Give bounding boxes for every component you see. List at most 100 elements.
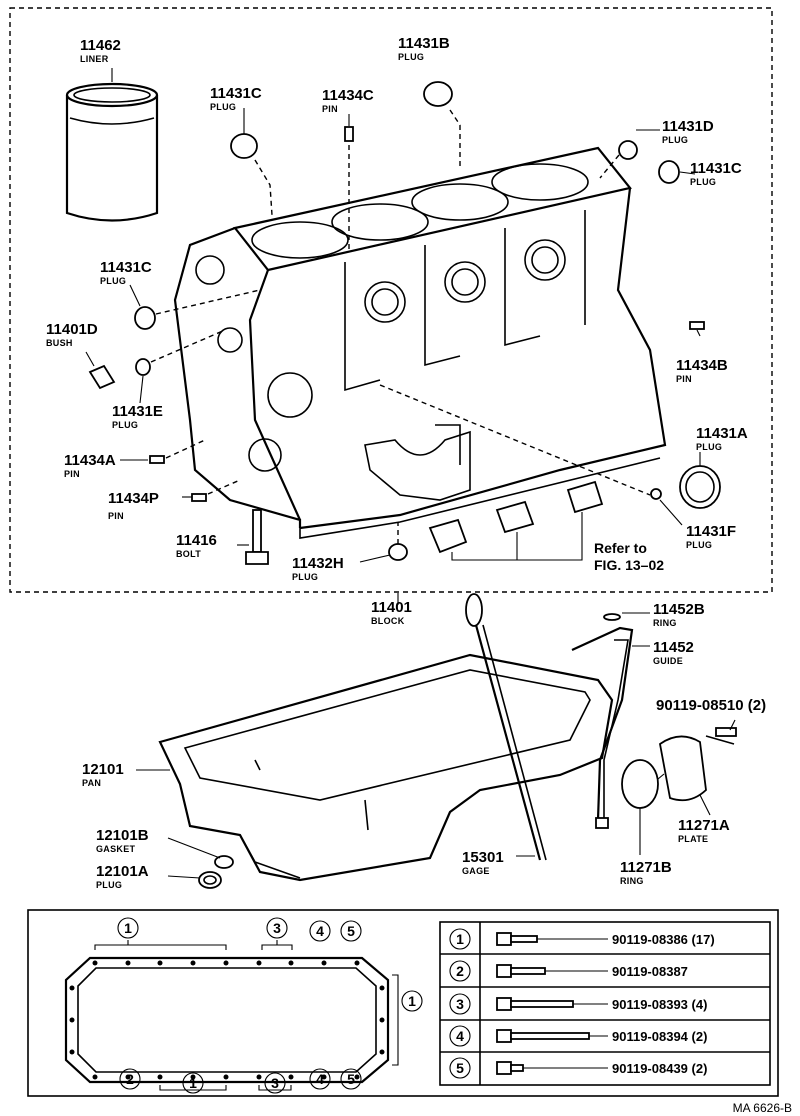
bolt-row-2-key: 2 [456, 963, 464, 979]
label-11452-num: 11452 [653, 639, 694, 656]
leader-lines [85, 68, 736, 879]
ring-11452B-drawing [603, 613, 621, 621]
label-11431C-left-num: 11431C [100, 259, 152, 276]
bolt-row-2-part: 90119-08387 [612, 964, 688, 979]
label-11434C-name: PIN [322, 104, 338, 114]
label-11431A-num: 11431A [696, 425, 748, 442]
gage-guide-drawing [571, 626, 634, 829]
plug-11431B-drawing [423, 81, 461, 170]
label-11432H-name: PLUG [292, 572, 318, 582]
pin-11434P-drawing [191, 479, 241, 502]
label-11271A-num: 11271A [678, 817, 730, 834]
label-11416-num: 11416 [176, 532, 217, 549]
label-11462-num: 11462 [80, 37, 121, 54]
label-11271B-name: RING [620, 876, 644, 886]
label-11401D-num: 11401D [46, 321, 98, 338]
label-11431C-left-name: PLUG [100, 276, 126, 286]
label-11462-name: LINER [80, 54, 109, 64]
label-11434A-num: 11434A [64, 452, 116, 469]
pan-callout-numbers: 1 3 4 5 1 2 1 3 4 5 [124, 920, 416, 1091]
label-12101B-num: 12101B [96, 827, 149, 844]
plug-11431C-top-drawing [230, 133, 273, 216]
oil-gage-drawing [465, 593, 547, 861]
callout-top-3: 3 [273, 920, 281, 936]
label-11271B-num: 11271B [620, 859, 672, 876]
label-11434P-name: PIN [108, 511, 124, 521]
bolt-row-5-part: 90119-08439 (2) [612, 1061, 707, 1076]
label-11434B-name: PIN [676, 374, 692, 384]
pan-gasket-outline [64, 956, 390, 1084]
bolt-row-4-key: 4 [456, 1028, 464, 1044]
bolt-table-grid [439, 921, 771, 1086]
label-12101A-num: 12101A [96, 863, 149, 880]
label-11431C-top-name: PLUG [210, 102, 236, 112]
label-11434P-num: 11434P [108, 490, 159, 507]
circle-markers [117, 917, 471, 1094]
bolt-table: 1 90119-08386 (17) 2 90119-08387 3 90119… [456, 931, 715, 1076]
gasket-brackets [94, 940, 399, 1091]
bolt-90119-08510-drawing [705, 727, 737, 745]
pin-11434A-drawing [149, 439, 206, 464]
label-11431E-name: PLUG [112, 420, 138, 430]
label-11431C-right-num: 11431C [690, 160, 742, 177]
part-labels: 11462 LINER 11431B PLUG 11431C PLUG 1143… [46, 35, 766, 890]
label-11431B-name: PLUG [398, 52, 424, 62]
pin-11434C-drawing [344, 126, 354, 250]
label-11431C-top-num: 11431C [210, 85, 262, 102]
plug-11431C-left-drawing [134, 289, 261, 330]
callout-bot-1: 1 [189, 1075, 197, 1091]
callout-bot-2: 2 [126, 1071, 134, 1087]
ring-11271B-drawing [621, 759, 659, 809]
label-11431E-num: 11431E [112, 403, 163, 420]
plug-11431D-drawing [599, 140, 638, 179]
callout-top-5: 5 [347, 923, 355, 939]
callout-right-1: 1 [408, 993, 416, 1009]
bolt-11416-drawing [245, 509, 269, 565]
pin-11434B-drawing [689, 321, 705, 330]
label-11434B-num: 11434B [676, 357, 728, 374]
label-12101-name: PAN [82, 778, 101, 788]
callout-top-1: 1 [124, 920, 132, 936]
gasket-panel-frame [27, 909, 779, 1097]
label-11431F-num: 11431F [686, 523, 736, 540]
bolt-icons [496, 932, 608, 1075]
label-11401D-name: BUSH [46, 338, 73, 348]
callout-bot-3: 3 [271, 1075, 279, 1091]
plug-11431E-drawing [135, 329, 226, 376]
plug-11431C-right-drawing [658, 160, 680, 184]
label-11416-name: BOLT [176, 549, 201, 559]
label-12101A-name: PLUG [96, 880, 122, 890]
label-11434A-name: PIN [64, 469, 80, 479]
bush-11401D-drawing [88, 364, 116, 390]
label-11434C-num: 11434C [322, 87, 374, 104]
callout-bot-5: 5 [347, 1071, 355, 1087]
label-11431B-num: 11431B [398, 35, 450, 52]
plate-11271A-drawing [645, 735, 707, 802]
refer-note-line1: Refer to [594, 540, 647, 556]
label-11401-name: BLOCK [371, 616, 405, 626]
label-11431F-name: PLUG [686, 540, 712, 550]
label-11431D-num: 11431D [662, 118, 714, 135]
label-11452B-num: 11452B [653, 601, 705, 618]
plug-11431A-drawing [679, 465, 721, 509]
label-11401-num: 11401 [371, 599, 412, 616]
label-15301-num: 15301 [462, 849, 504, 866]
label-12101-num: 12101 [82, 761, 124, 778]
bolt-row-3-key: 3 [456, 996, 464, 1012]
callout-top-4: 4 [316, 923, 324, 939]
figure-code: MA 6626-B [733, 1101, 792, 1115]
plug-11431F-drawing [650, 488, 662, 500]
callout-bot-4: 4 [316, 1071, 324, 1087]
label-11452-name: GUIDE [653, 656, 683, 666]
label-12101B-name: GASKET [96, 844, 136, 854]
plug-12101A-drawing [198, 871, 222, 889]
oil-pan-drawing [158, 653, 614, 882]
gasket-12101B-drawing [214, 855, 234, 869]
block-group-frame [9, 7, 773, 593]
label-11432H-num: 11432H [292, 555, 344, 572]
bolt-row-5-key: 5 [456, 1060, 464, 1076]
label-11271A-name: PLATE [678, 834, 708, 844]
label-15301-name: GAGE [462, 866, 490, 876]
bolt-row-3-part: 90119-08393 (4) [612, 997, 707, 1012]
label-11431A-name: PLUG [696, 442, 722, 452]
